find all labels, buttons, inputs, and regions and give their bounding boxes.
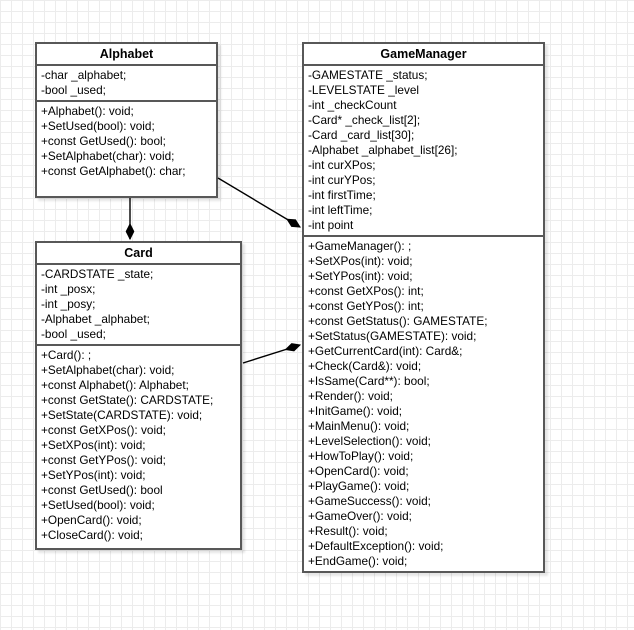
- alphabet-method: +SetUsed(bool): void;: [41, 119, 155, 133]
- gamemanager-attribute: -int curYPos;: [308, 173, 376, 187]
- gamemanager-attributes-section: -GAMESTATE _status;-LEVELSTATE _level-in…: [304, 66, 543, 237]
- gamemanager-method: +DefaultException(): void;: [308, 539, 444, 553]
- gamemanager-method: +SetYPos(int): void;: [308, 269, 413, 283]
- card-method: +CloseCard(): void;: [41, 528, 143, 542]
- gamemanager-attribute: -int firstTime;: [308, 188, 376, 202]
- card-method: +const GetXPos(): void;: [41, 423, 166, 437]
- gamemanager-method: +GameManager(): ;: [308, 239, 412, 253]
- gamemanager-method: +GetCurrentCard(int): Card&;: [308, 344, 463, 358]
- gamemanager-attribute: -int _checkCount: [308, 98, 397, 112]
- uml-class-gamemanager[interactable]: GameManager -GAMESTATE _status;-LEVELSTA…: [302, 42, 545, 573]
- card-method: +const Alphabet(): Alphabet;: [41, 378, 189, 392]
- gamemanager-method: +Render(): void;: [308, 389, 393, 403]
- card-method: +SetUsed(bool): void;: [41, 498, 155, 512]
- card-attribute: -int _posx;: [41, 282, 96, 296]
- alphabet-method: +Alphabet(): void;: [41, 104, 134, 118]
- card-method: +const GetYPos(): void;: [41, 453, 166, 467]
- class-title-alphabet: Alphabet: [37, 44, 216, 66]
- alphabet-attribute: -char _alphabet;: [41, 68, 127, 82]
- gamemanager-method: +const GetXPos(): int;: [308, 284, 424, 298]
- gamemanager-attribute: -GAMESTATE _status;: [308, 68, 428, 82]
- card-attribute: -int _posy;: [41, 297, 96, 311]
- card-method: +OpenCard(): void;: [41, 513, 142, 527]
- gamemanager-attribute: -int leftTime;: [308, 203, 373, 217]
- gamemanager-method: +SetStatus(GAMESTATE): void;: [308, 329, 477, 343]
- alphabet-method: +const GetAlphabet(): char;: [41, 164, 186, 178]
- card-method: +SetYPos(int): void;: [41, 468, 146, 482]
- gamemanager-method: +MainMenu(): void;: [308, 419, 410, 433]
- alphabet-attribute: -bool _used;: [41, 83, 106, 97]
- gamemanager-method: +PlayGame(): void;: [308, 479, 410, 493]
- gamemanager-methods-section: +GameManager(): ;+SetXPos(int): void;+Se…: [304, 237, 543, 571]
- alphabet-attributes-section: -char _alphabet;-bool _used;: [37, 66, 216, 102]
- uml-class-card[interactable]: Card -CARDSTATE _state;-int _posx;-int _…: [35, 241, 242, 550]
- alphabet-method: +const GetUsed(): bool;: [41, 134, 166, 148]
- class-title-gamemanager: GameManager: [304, 44, 543, 66]
- gamemanager-method: +const GetStatus(): GAMESTATE;: [308, 314, 488, 328]
- connector-alphabet-to-gamemanager[interactable]: [217, 177, 300, 228]
- uml-class-alphabet[interactable]: Alphabet -char _alphabet;-bool _used; +A…: [35, 42, 218, 198]
- gamemanager-attribute: -Alphabet _alphabet_list[26];: [308, 143, 458, 157]
- gamemanager-attribute: -Card* _check_list[2];: [308, 113, 421, 127]
- card-method: +const GetState(): CARDSTATE;: [41, 393, 214, 407]
- gamemanager-method: +SetXPos(int): void;: [308, 254, 413, 268]
- gamemanager-method: +GameOver(): void;: [308, 509, 412, 523]
- gamemanager-method: +GameSuccess(): void;: [308, 494, 431, 508]
- gamemanager-attribute: -Card _card_list[30];: [308, 128, 415, 142]
- alphabet-method: +SetAlphabet(char): void;: [41, 149, 175, 163]
- card-attribute: -bool _used;: [41, 327, 106, 341]
- card-attribute: -CARDSTATE _state;: [41, 267, 154, 281]
- gamemanager-method: +HowToPlay(): void;: [308, 449, 414, 463]
- card-method: +const GetUsed(): bool: [41, 483, 163, 497]
- gamemanager-method: +Result(): void;: [308, 524, 388, 538]
- class-title-card: Card: [37, 243, 240, 265]
- gamemanager-method: +const GetYPos(): int;: [308, 299, 424, 313]
- gamemanager-method: +EndGame(): void;: [308, 554, 408, 568]
- card-methods-section: +Card(): ;+SetAlphabet(char): void;+cons…: [37, 346, 240, 548]
- card-attribute: -Alphabet _alphabet;: [41, 312, 150, 326]
- gamemanager-attribute: -LEVELSTATE _level: [308, 83, 420, 97]
- card-method: +SetXPos(int): void;: [41, 438, 146, 452]
- card-method: +SetAlphabet(char): void;: [41, 363, 175, 377]
- alphabet-methods-section: +Alphabet(): void;+SetUsed(bool): void;+…: [37, 102, 216, 196]
- gamemanager-method: +InitGame(): void;: [308, 404, 403, 418]
- card-attributes-section: -CARDSTATE _state;-int _posx;-int _posy;…: [37, 265, 240, 346]
- connector-card-to-gamemanager[interactable]: [242, 345, 300, 364]
- gamemanager-method: +Check(Card&): void;: [308, 359, 422, 373]
- gamemanager-method: +OpenCard(): void;: [308, 464, 409, 478]
- gamemanager-attribute: -int curXPos;: [308, 158, 376, 172]
- gamemanager-method: +IsSame(Card**): bool;: [308, 374, 430, 388]
- card-method: +Card(): ;: [41, 348, 92, 362]
- gamemanager-method: +LevelSelection(): void;: [308, 434, 431, 448]
- card-method: +SetState(CARDSTATE): void;: [41, 408, 203, 422]
- gamemanager-attribute: -int point: [308, 218, 354, 232]
